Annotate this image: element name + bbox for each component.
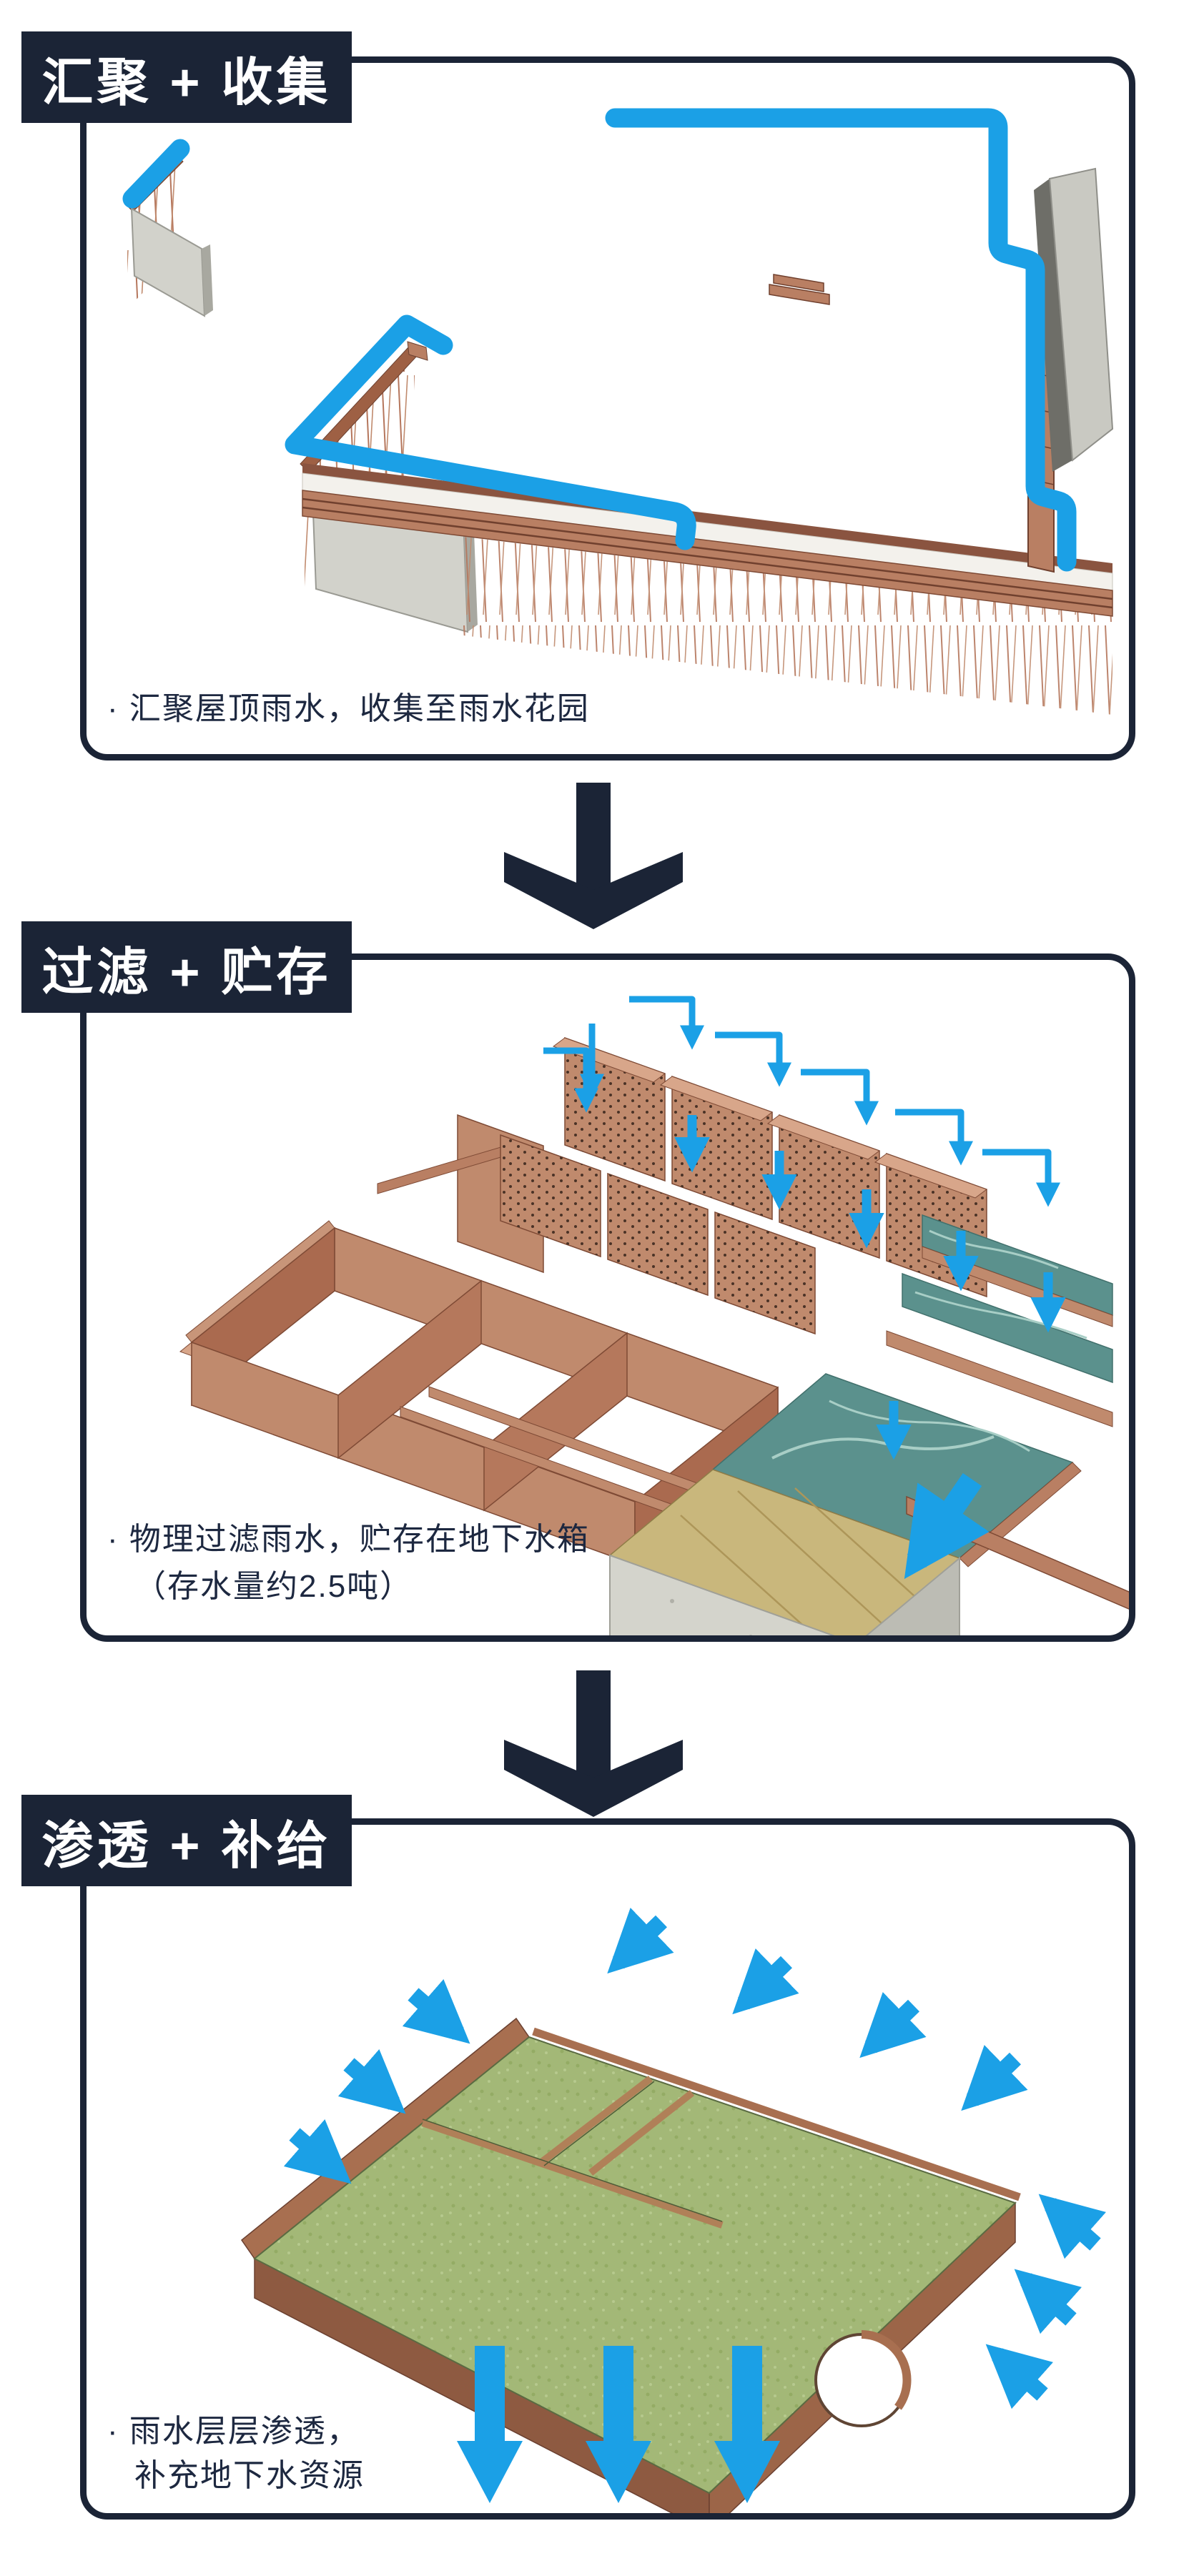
wood-deck-and-cistern (608, 1462, 1129, 1635)
caption-filter-store: · 物理过滤雨水，贮存在地下水箱 （存水量约2.5吨） (107, 1522, 590, 1604)
main-storage-arrow (904, 1472, 990, 1580)
underground-water-tank-illustration (179, 996, 1129, 1635)
title-collect: 汇聚 + 收集 (21, 31, 352, 123)
title-infil-label: 渗透 + 补给 (41, 1817, 332, 1875)
title-infiltrate-recharge: 渗透 + 补给 (21, 1795, 352, 1886)
title-collect-label: 汇聚 + 收集 (41, 54, 332, 112)
caption-collect: · 汇聚屋顶雨水，收集至雨水花园 (107, 691, 590, 726)
flow-down-arrow-1 (504, 783, 683, 929)
filter-flow-arrows (543, 996, 1066, 1580)
title-filter-store: 过滤 + 贮存 (21, 921, 352, 1013)
drain-hole (814, 2330, 912, 2427)
drain-pipe-stub (769, 284, 830, 305)
recharge-down-arrows (457, 2346, 780, 2503)
flow-down-arrow-2 (504, 1670, 683, 1817)
infiltration-arrows (283, 1908, 1107, 2409)
title-filter-label: 过滤 + 贮存 (41, 943, 332, 1001)
planter-dividers (421, 2076, 724, 2229)
rooftop-rainwater-collection-illustration (122, 108, 1114, 715)
left-pergola (122, 139, 213, 317)
caption-infiltrate-recharge: · 雨水层层渗透， 补充地下水资源 (107, 2414, 365, 2493)
lawn-infiltration-illustration (240, 1908, 1107, 2513)
blue-collection-pipe (285, 108, 1077, 572)
